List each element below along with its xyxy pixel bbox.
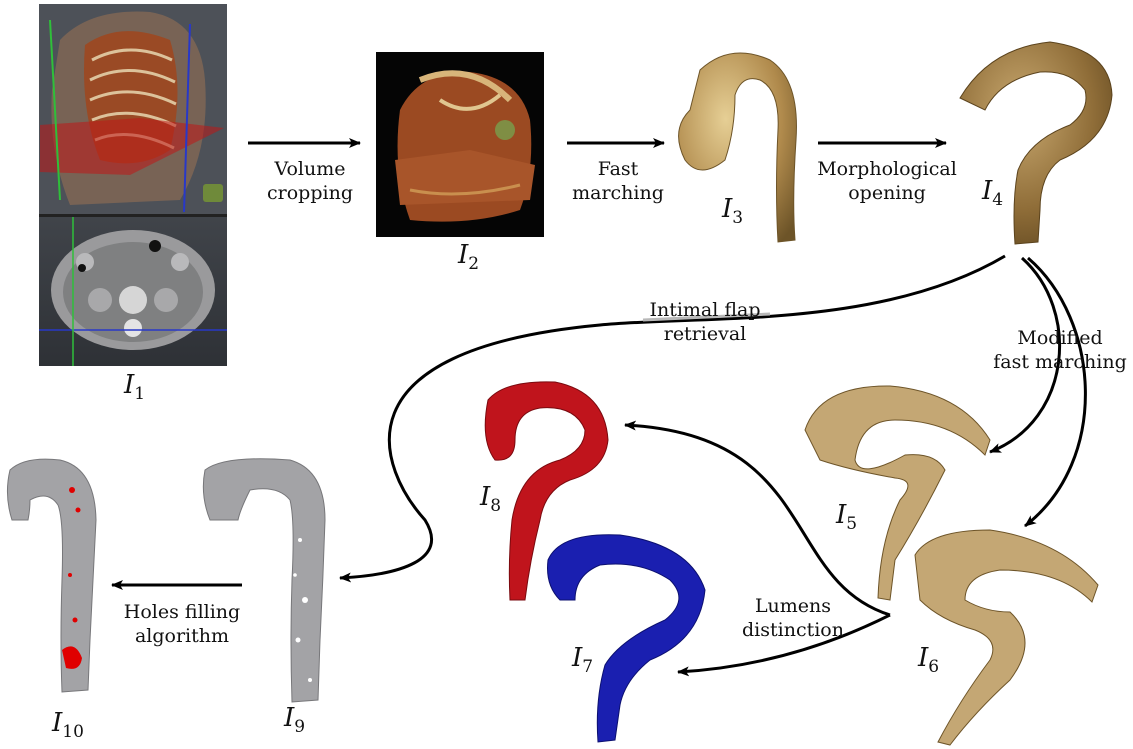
- label-i2: I2: [458, 240, 479, 274]
- blue-lumen-image: [548, 535, 706, 742]
- gray-aorta-image: [203, 459, 325, 702]
- label-i5: I5: [836, 500, 857, 534]
- label-i6: I6: [918, 643, 939, 677]
- label-i1: I1: [124, 370, 145, 404]
- label-i10: I10: [52, 708, 84, 742]
- cropped-volume-image: [376, 52, 544, 237]
- holes-filled-image: [7, 459, 96, 692]
- split-lumen-result-image: [915, 530, 1098, 745]
- label-i8: I8: [480, 482, 501, 516]
- morphological-opening-result-image: [960, 42, 1112, 244]
- ct-volume-image: [39, 4, 227, 366]
- arrow-to-i6: [1025, 258, 1085, 526]
- label-i4: I4: [982, 176, 1003, 210]
- label-i9: I9: [284, 703, 305, 737]
- label-i3: I3: [722, 194, 743, 228]
- label-i7: I7: [572, 643, 593, 677]
